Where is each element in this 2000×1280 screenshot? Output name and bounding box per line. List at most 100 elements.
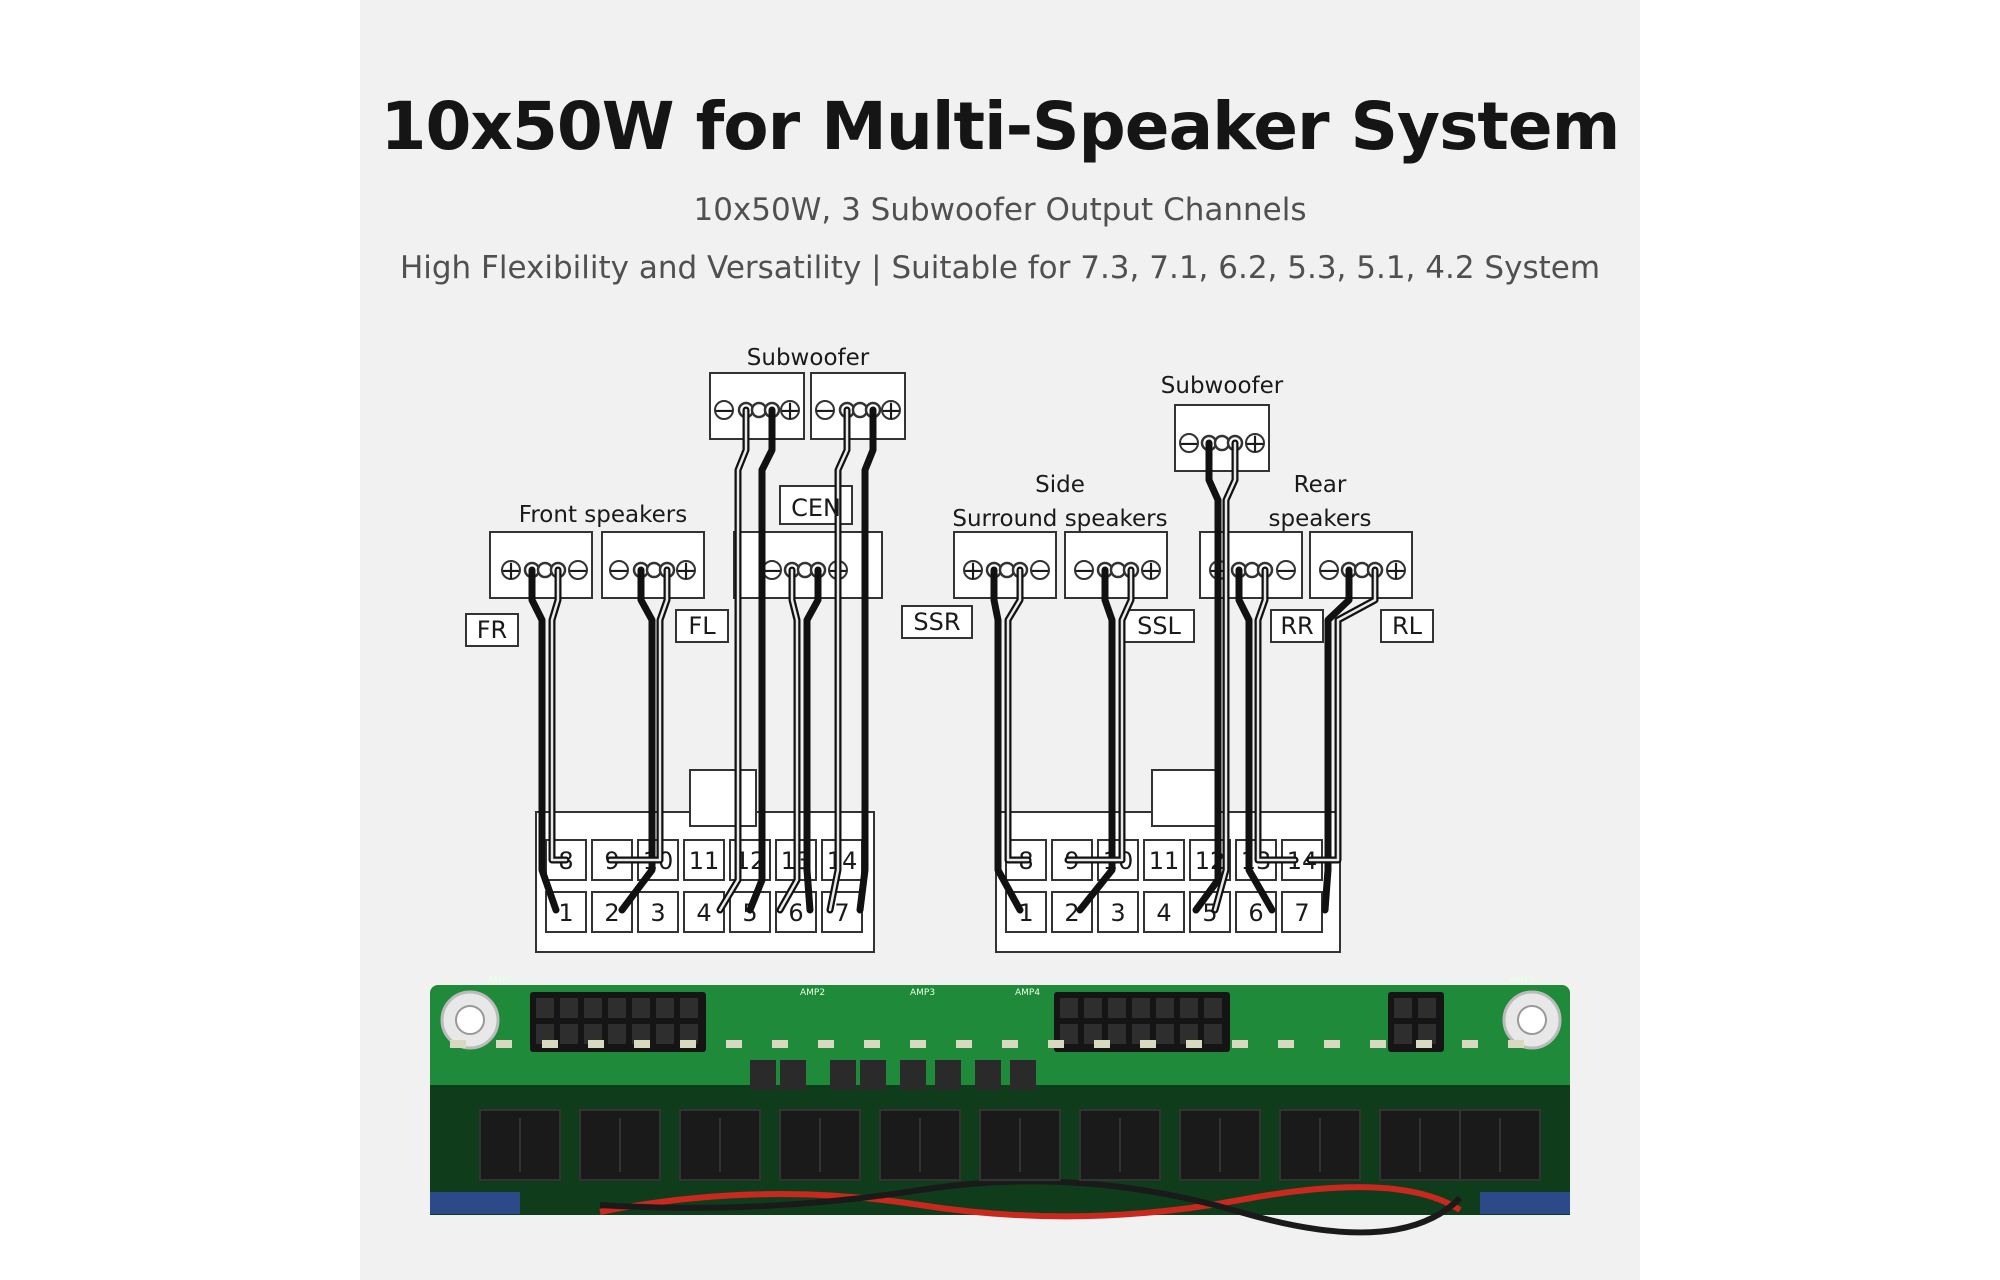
left-pin-label-bottom: 4 — [696, 899, 711, 927]
black-wire — [599, 1178, 1463, 1236]
right-pin-label-top: 11 — [1149, 847, 1180, 875]
svg-text:−: − — [567, 556, 589, 586]
smd-component — [1048, 1040, 1064, 1048]
side-label: Side — [1035, 472, 1085, 498]
header-pin — [1108, 998, 1126, 1018]
right-pin-label-bottom: 2 — [1064, 899, 1079, 927]
svg-text:−: − — [713, 396, 735, 426]
capacitor-left — [430, 1192, 520, 1214]
smd-component — [1416, 1040, 1432, 1048]
left-pin-label-top: 14 — [827, 847, 858, 875]
left-pin-cell-bottom — [729, 891, 771, 933]
header-pin — [680, 1024, 698, 1044]
right-pin-label-bottom: 7 — [1294, 899, 1309, 927]
svg-text:+: + — [962, 556, 984, 586]
fl-label-box — [675, 609, 729, 643]
left-pin-label-bottom: 2 — [604, 899, 619, 927]
left-pin-label-bottom: 7 — [834, 899, 849, 927]
smd-component — [450, 1040, 466, 1048]
header-pin — [1060, 998, 1078, 1018]
mosfet-chip — [780, 1060, 806, 1090]
smd-component — [1324, 1040, 1340, 1048]
smd-component — [1508, 1040, 1524, 1048]
mosfet-chip — [830, 1060, 856, 1090]
svg-text:+: + — [675, 556, 697, 586]
svg-text:+: + — [779, 396, 801, 426]
svg-text:+: + — [1244, 429, 1266, 459]
left-pin-cell-top — [683, 839, 725, 881]
front-speakers-label: Front speakers — [519, 502, 687, 528]
header-pin — [536, 1024, 554, 1044]
header-pin — [560, 998, 578, 1018]
speaker-wires — [528, 406, 1379, 914]
smd-component — [1002, 1040, 1018, 1048]
header-pin — [656, 998, 674, 1018]
header-pin — [1394, 1024, 1412, 1044]
left-pin-label-top: 11 — [689, 847, 720, 875]
mosfet-chip — [935, 1060, 961, 1090]
subtitle: 10x50W, 3 Subwoofer Output Channels — [693, 192, 1307, 228]
header-pin — [1108, 1024, 1126, 1044]
smd-component — [1140, 1040, 1156, 1048]
smd-component — [726, 1040, 742, 1048]
smd-component — [864, 1040, 880, 1048]
left-pin-cell-bottom — [591, 891, 633, 933]
left-pin-cell-bottom — [637, 891, 679, 933]
ssl-label: SSL — [1137, 612, 1181, 640]
right-pin-label-bottom: 1 — [1018, 899, 1033, 927]
smd-component — [818, 1040, 834, 1048]
svg-text:−: − — [1275, 556, 1297, 586]
header-pin — [1204, 998, 1222, 1018]
header-pin — [1156, 1024, 1174, 1044]
right-pin-label-bottom: 4 — [1156, 899, 1171, 927]
smd-component — [910, 1040, 926, 1048]
ssr-label: SSR — [913, 608, 960, 636]
tagline: High Flexibility and Versatility | Suita… — [399, 250, 1601, 286]
smd-component — [1462, 1040, 1478, 1048]
header-pin — [560, 1024, 578, 1044]
amp-label: AMP1 — [488, 975, 513, 985]
mosfet-chip — [860, 1060, 886, 1090]
header-pin — [1180, 1024, 1198, 1044]
header-pin — [1394, 998, 1412, 1018]
product-panel: 10x50W for Multi-Speaker System 10x50W, … — [360, 0, 1640, 1280]
header-pin — [584, 998, 602, 1018]
board-connectors — [530, 992, 1444, 1052]
smd-component — [1232, 1040, 1248, 1048]
header-pin — [632, 998, 650, 1018]
right-pin-label-bottom: 6 — [1248, 899, 1263, 927]
fr-label-box — [465, 613, 519, 647]
svg-text:−: − — [1073, 556, 1095, 586]
amp-label: AMP4 — [1015, 988, 1040, 998]
smd-component — [1094, 1040, 1110, 1048]
red-wire — [599, 1184, 1462, 1220]
header-pin — [584, 1024, 602, 1044]
mounting-hole-left — [440, 990, 500, 1050]
mounting-hole-right — [1502, 990, 1562, 1050]
smd-component — [1278, 1040, 1294, 1048]
left-pin-label-bottom: 1 — [558, 899, 573, 927]
header-pin — [1132, 998, 1150, 1018]
smd-component — [496, 1040, 512, 1048]
rl-label-box — [1380, 609, 1434, 643]
cen-label: CEN — [791, 494, 841, 522]
rr-label: RR — [1280, 612, 1313, 640]
fl-label: FL — [688, 612, 716, 640]
svg-text:+: + — [1385, 556, 1407, 586]
mosfet-chip — [1010, 1060, 1036, 1090]
header-pin — [536, 998, 554, 1018]
right-pin-cell-bottom — [1097, 891, 1139, 933]
amp-label: AMP5 — [1510, 975, 1535, 985]
svg-text:−: − — [1178, 429, 1200, 459]
svg-text:+: + — [880, 396, 902, 426]
smd-component — [680, 1040, 696, 1048]
right-pin-cell-bottom — [1143, 891, 1185, 933]
right-pin-cell-bottom — [1281, 891, 1323, 933]
header-pin — [632, 1024, 650, 1044]
smd-component — [772, 1040, 788, 1048]
page-title: 10x50W for Multi-Speaker System — [380, 88, 1621, 165]
header-pin — [1418, 1024, 1436, 1044]
right-pin-label-bottom: 3 — [1110, 899, 1125, 927]
rear-speakers-label: speakers — [1269, 506, 1372, 532]
